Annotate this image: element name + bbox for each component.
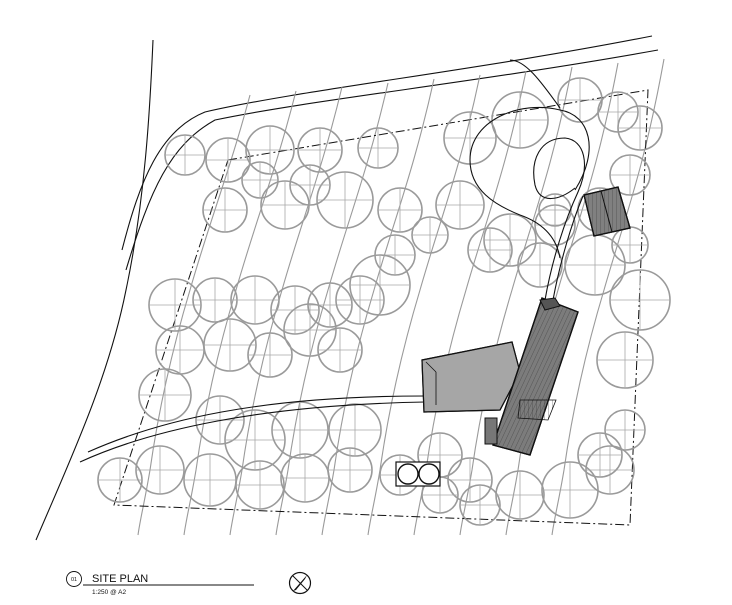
contour-line bbox=[183, 90, 297, 536]
house-footprint bbox=[421, 297, 579, 456]
drawing-ref-circle bbox=[66, 571, 82, 587]
drawing-ref-number: 01 bbox=[71, 577, 77, 583]
property-boundary bbox=[113, 89, 649, 526]
contour-line bbox=[321, 78, 435, 536]
title-block: 01 SITE PLAN 1:250 @ A2 bbox=[66, 571, 254, 596]
contour-line bbox=[551, 58, 665, 536]
tree-canopies bbox=[97, 77, 671, 526]
water-tanks bbox=[395, 461, 441, 487]
contour-line bbox=[367, 74, 481, 536]
contour-line bbox=[137, 94, 251, 536]
drawing-title: SITE PLAN bbox=[92, 573, 148, 585]
drawing-scale: 1:250 @ A2 bbox=[92, 589, 126, 596]
contour-line bbox=[459, 66, 573, 536]
north-arrow-icon bbox=[288, 571, 312, 595]
garage-building bbox=[583, 186, 631, 237]
driveway bbox=[79, 59, 590, 463]
